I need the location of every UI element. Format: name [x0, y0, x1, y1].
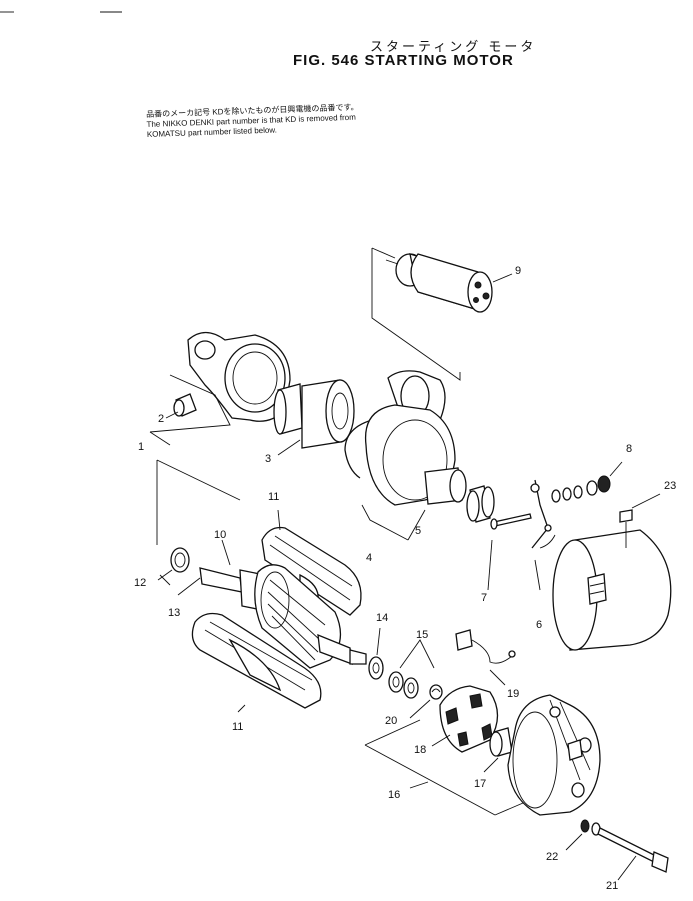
callout-14: 14 — [376, 612, 389, 624]
screw-part-23 — [619, 493, 661, 548]
guide-lines — [156, 459, 241, 586]
callout-9: 9 — [515, 265, 522, 277]
snap-ring — [344, 417, 381, 479]
callout-10: 10 — [214, 529, 227, 541]
through-bolt-part-21 — [597, 827, 669, 881]
washer-part-14 — [368, 627, 384, 680]
washer-part-22 — [565, 819, 601, 851]
callout-4: 4 — [366, 552, 373, 564]
callout-23: 23 — [664, 480, 677, 492]
nut-washers-part-8 — [551, 461, 623, 503]
callout-12: 12 — [134, 577, 147, 589]
washers-part-15 — [388, 639, 435, 699]
callout-20: 20 — [385, 715, 398, 727]
bushing-part-2 — [165, 393, 197, 419]
gear-housing-part-4 — [361, 370, 467, 541]
callout-18: 18 — [414, 744, 427, 756]
callout-13: 13 — [168, 607, 181, 619]
callout-6: 6 — [536, 619, 543, 631]
callout-8: 8 — [626, 443, 633, 455]
armature-part-10 — [199, 539, 367, 669]
shaft-end-part-13 — [177, 577, 201, 596]
brush-holder-part-18 — [431, 685, 499, 753]
field-coil-lower-part-11 — [191, 612, 322, 713]
callout-17: 17 — [474, 778, 487, 790]
brush-part-19 — [455, 629, 516, 686]
callout-5: 5 — [415, 525, 422, 537]
yoke-frame — [552, 529, 672, 651]
callout-21: 21 — [606, 880, 619, 892]
callout-11-upper: 11 — [268, 491, 280, 503]
bushing-part-5 — [466, 485, 495, 523]
callout-2: 2 — [158, 413, 165, 425]
lever-part-6 — [530, 479, 556, 591]
solenoid-switch-part-9 — [371, 247, 513, 381]
callout-15: 15 — [416, 629, 429, 641]
figure-title: FIG. 546 STARTING MOTOR — [293, 52, 514, 69]
callout-19: 19 — [507, 688, 520, 700]
callout-1: 1 — [138, 441, 145, 453]
callout-16: 16 — [388, 789, 401, 801]
washer-part-12 — [157, 547, 190, 581]
housing-part-1 — [149, 331, 291, 446]
bolt-part-7 — [487, 513, 532, 591]
callout-3: 3 — [265, 453, 272, 465]
callout-22: 22 — [546, 851, 559, 863]
title-japanese: スターティング モータ — [370, 40, 537, 55]
callout-7: 7 — [481, 592, 488, 604]
callout-11-lower: 11 — [232, 721, 244, 733]
spring-part-20 — [409, 684, 443, 719]
end-frame — [507, 694, 601, 816]
pinion-clutch-part-3 — [273, 379, 355, 456]
